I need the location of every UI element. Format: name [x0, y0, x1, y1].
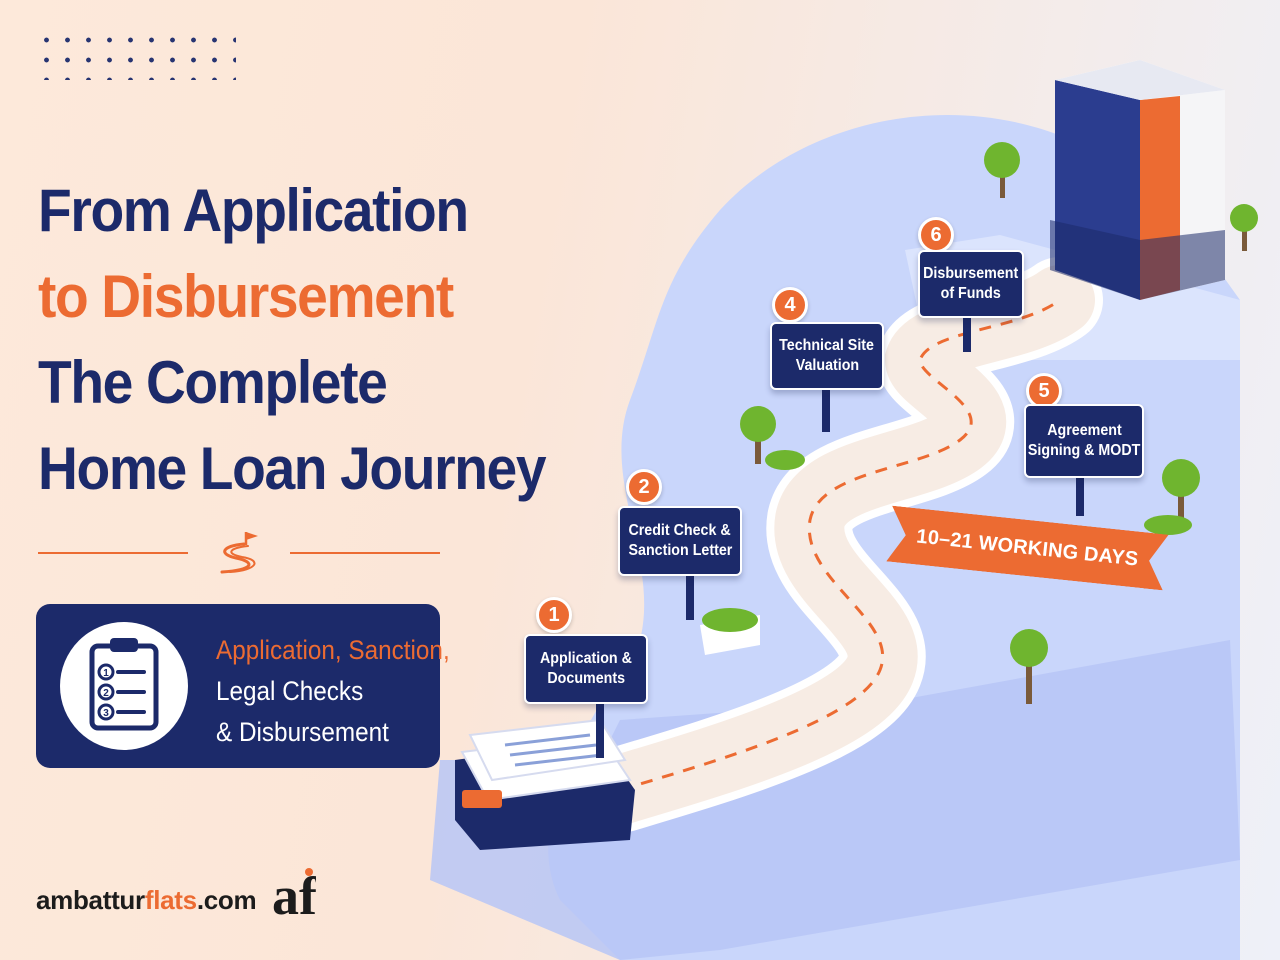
brand-logo-icon: af: [272, 866, 316, 926]
brand-name: ambatturflats.com: [36, 884, 257, 915]
step-2-line-1: Credit Check &: [628, 522, 732, 539]
road-dashed-line: [619, 298, 1061, 792]
tree: [740, 406, 776, 464]
apartment-building: [1050, 60, 1225, 300]
brand[interactable]: ambatturflats.com af: [36, 866, 316, 932]
step-4-line-1: Technical Site: [779, 337, 875, 354]
info-card: 1 2 3 Application, Sanction, Legal Check…: [36, 604, 450, 768]
headline-line-3: The Complete: [38, 349, 388, 416]
platform-front: [430, 640, 1240, 960]
tree: [1010, 629, 1048, 704]
step-5-badge: 5: [1026, 373, 1062, 409]
road-divider: [38, 530, 440, 576]
info-card-text: Application, Sanction, Legal Checks & Di…: [216, 630, 450, 753]
checklist-number-3: 3: [103, 708, 109, 719]
signpost-pole-5: [1076, 478, 1084, 516]
step-1-line-2: Documents: [547, 670, 625, 687]
info-card-line-2: Legal Checks: [216, 676, 364, 706]
step-2-badge: 2: [626, 469, 662, 505]
step-5-line-1: Agreement: [1046, 422, 1122, 439]
signpost-pole-2: [686, 572, 694, 620]
signpost-pole-1: [596, 700, 604, 758]
signpost-pole-6: [963, 314, 971, 352]
step-2-sign: Credit Check & Sanction Letter: [618, 506, 742, 576]
signpost-pole-4: [822, 388, 830, 432]
step-6-badge: 6: [918, 217, 954, 253]
step-4-sign: Technical Site Valuation: [770, 322, 884, 390]
hedge: [702, 608, 758, 632]
checklist-number-2: 2: [103, 688, 109, 699]
divider-rule-left: [38, 552, 188, 554]
tree: [984, 142, 1020, 198]
checklist-number-1: 1: [103, 668, 109, 679]
step-1-sign: Application & Documents: [524, 634, 648, 704]
step-6-line-2: of Funds: [940, 285, 1002, 302]
divider-rule-right: [290, 552, 440, 554]
tree: [1230, 204, 1258, 251]
checklist-icon: 1 2 3: [89, 638, 159, 731]
step-4-line-2: Valuation: [795, 357, 859, 374]
brand-logo-letters: af: [272, 866, 316, 926]
dot-grid-decoration: [36, 30, 236, 80]
step-1-line-1: Application &: [540, 650, 632, 667]
document-stack-icon: [455, 718, 635, 850]
step-6-line-1: Disbursement: [923, 265, 1019, 282]
headline: From Application to Disbursement The Com…: [38, 168, 558, 512]
headline-line-4: Home Loan Journey: [38, 435, 547, 502]
hedge: [1144, 515, 1192, 535]
step-5-line-2: Signing & MODT: [1027, 442, 1141, 459]
step-4-badge: 4: [772, 287, 808, 323]
checklist-icon-circle: 1 2 3: [60, 622, 188, 750]
info-card-line-1: Application, Sanction,: [216, 635, 450, 665]
hedge: [765, 450, 805, 470]
headline-line-1: From Application: [38, 177, 469, 244]
winding-road-icon: [220, 532, 258, 574]
step-6-sign: Disbursement of Funds: [918, 250, 1024, 318]
headline-line-2: to Disbursement: [38, 263, 454, 330]
info-card-line-3: & Disbursement: [216, 717, 389, 747]
tree: [1162, 459, 1200, 522]
step-2-line-2: Sanction Letter: [628, 542, 732, 559]
step-1-badge: 1: [536, 597, 572, 633]
step-5-sign: Agreement Signing & MODT: [1024, 404, 1144, 478]
